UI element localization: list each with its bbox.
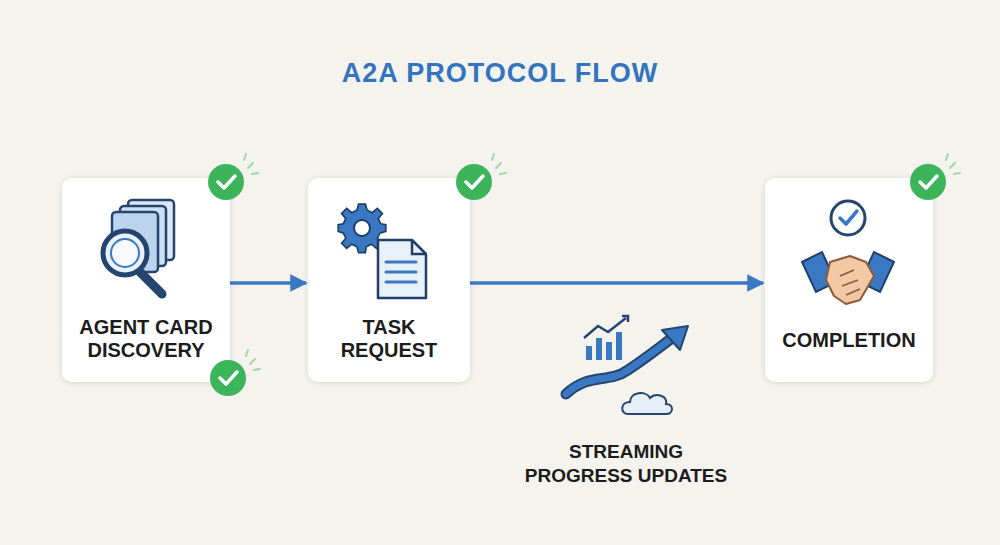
node-label: AGENT CARD DISCOVERY <box>68 316 224 362</box>
process-box: AGENT CARD DISCOVERY <box>62 178 230 382</box>
node-label: TASK REQUEST <box>314 316 464 362</box>
node-label: COMPLETION <box>782 329 915 352</box>
process-box: TASK REQUEST <box>308 178 470 382</box>
edge-label: STREAMING PROGRESS UPDATES <box>519 440 734 488</box>
streaming-icon <box>566 316 688 414</box>
diagram-title: A2A PROTOCOL FLOW <box>0 58 1000 89</box>
task-icon <box>338 204 426 298</box>
process-box: COMPLETION <box>765 178 933 382</box>
check-badges <box>208 154 960 396</box>
flow-arrow <box>230 281 306 285</box>
completion-icon <box>802 201 894 304</box>
discovery-icon <box>103 200 174 294</box>
flow-arrow <box>470 281 763 285</box>
